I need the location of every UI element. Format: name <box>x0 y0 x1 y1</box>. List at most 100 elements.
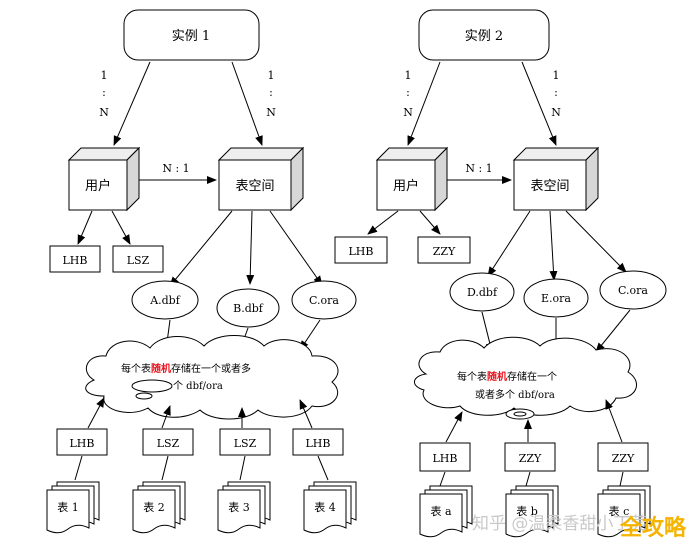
user-label: 用户 <box>393 178 419 194</box>
connector-owner-to-table <box>317 455 329 481</box>
owner-box: LSZ <box>142 428 194 456</box>
cardinality-colon: : <box>269 86 273 99</box>
owner-label: LSZ <box>157 437 180 450</box>
cloud-text-post: 存储在一个 <box>507 370 557 383</box>
user-name: ZZY <box>433 245 456 258</box>
owner-box: ZZY <box>504 442 556 472</box>
cloud-text-post: 存储在一个或者多 <box>171 362 251 375</box>
cloud-text-random: 随机 <box>151 362 171 375</box>
tablespace-label: 表空间 <box>235 179 274 194</box>
tablespace-cube: 表空间 <box>513 147 599 211</box>
table-label: 表 4 <box>314 500 336 514</box>
arrow-tablespace-to-file <box>565 210 627 273</box>
owner-label: ZZY <box>612 452 635 465</box>
datafile-b: B.dbf <box>216 288 280 328</box>
connector-owner-to-table <box>74 455 83 481</box>
cardinality-colon: : <box>406 86 410 99</box>
owner-label: LHB <box>70 437 95 450</box>
user-name: LHB <box>63 254 88 267</box>
user-name: LSZ <box>127 254 150 267</box>
instance-label: 实例 1 <box>172 29 210 44</box>
user-name: LHB <box>349 245 374 258</box>
cloud-text-pre: 每个表 <box>121 362 151 375</box>
cardinality-one: 1 <box>101 69 108 82</box>
user-box-lsz: LSZ <box>112 245 164 273</box>
cardinality-one: 1 <box>268 69 275 82</box>
instance-box: 实例 2 <box>418 9 550 61</box>
arrow-instance-to-user <box>407 61 441 146</box>
user-cube: 用户 <box>376 147 448 211</box>
arrow-tablespace-to-file <box>169 210 233 287</box>
arrow-owner-to-cloud <box>87 397 105 429</box>
owner-label: ZZY <box>519 452 542 465</box>
datafile-label: C.ora <box>309 294 339 307</box>
table-label: 表 b <box>516 504 538 518</box>
zhihu-watermark: 知乎 @温柔香甜小丁莞 <box>472 514 647 534</box>
arrow-instance-to-tablespace <box>231 61 263 146</box>
connector-owner-to-table <box>239 455 246 481</box>
corner-watermark: 全攻略 <box>619 515 687 541</box>
arrow-instance-to-user <box>113 61 151 146</box>
table-doc: 表 a <box>419 485 473 538</box>
datafile-label: C.ora <box>618 284 648 297</box>
table-doc: 表 b <box>505 485 559 538</box>
arrow-user-to-lhb <box>77 210 93 245</box>
user-box-lhb: LHB <box>334 236 388 264</box>
datafile-label: A.dbf <box>149 294 181 307</box>
arrow-instance-to-tablespace <box>521 61 557 146</box>
arrow-user-to-zzy <box>419 210 441 235</box>
instance-box: 实例 1 <box>123 9 260 61</box>
cloud-text-line2: 个 dbf/ora <box>173 380 223 392</box>
arrow-tablespace-to-file <box>269 210 323 286</box>
relation-label: N : 1 <box>465 162 492 175</box>
storage-cloud: 每个表随机存储在一个或者多 个 dbf/ora <box>85 335 339 420</box>
instance-1-diagram: 实例 1 1 : N 1 : N 用户 表空间 N : 1 LHB LSZ <box>46 9 357 534</box>
datafile-a: A.dbf <box>131 280 199 320</box>
user-label: 用户 <box>85 178 111 194</box>
cardinality-n: N <box>266 106 276 119</box>
cloud-text-random: 随机 <box>487 370 507 383</box>
arrow-owner-to-cloud <box>445 411 463 443</box>
cardinality-n: N <box>403 106 413 119</box>
arrow-file-to-cloud <box>595 309 631 353</box>
cardinality-colon: : <box>102 86 106 99</box>
arrow-tablespace-to-file <box>487 210 531 277</box>
arrow-owner-to-cloud <box>299 399 313 429</box>
cardinality-one: 1 <box>405 69 412 82</box>
user-box-lhb: LHB <box>49 245 101 273</box>
user-cube: 用户 <box>68 147 140 211</box>
table-label: 表 c <box>609 504 630 518</box>
owner-box: LHB <box>419 442 471 472</box>
datafile-c: C.ora <box>599 270 667 310</box>
cloud-text-line1: 每个表随机存储在一个或者多 <box>121 362 251 375</box>
instance-label: 实例 2 <box>465 29 503 44</box>
arrow-user-to-lhb <box>367 210 399 235</box>
owner-label: LHB <box>433 452 458 465</box>
instance-2-diagram: 实例 2 1 : N 1 : N 用户 表空间 N : 1 LHB ZZY <box>334 9 667 538</box>
table-doc: 表 4 <box>303 481 357 534</box>
table-doc: 表 2 <box>132 481 186 534</box>
table-label: 表 3 <box>228 500 250 514</box>
table-label: 表 a <box>430 504 451 518</box>
table-doc: 表 1 <box>46 481 100 534</box>
arrow-owner-to-cloud <box>605 399 623 443</box>
connector-owner-to-table <box>439 471 446 487</box>
owner-box: LHB <box>292 428 344 456</box>
owner-box: ZZY <box>597 442 649 472</box>
datafile-label: E.ora <box>541 292 571 305</box>
datafile-label: B.dbf <box>233 302 264 315</box>
datafile-label: D.dbf <box>467 286 498 299</box>
user-box-zzy: ZZY <box>417 236 471 264</box>
owner-label: LSZ <box>234 437 257 450</box>
cloud-text-pre: 每个表 <box>457 370 487 383</box>
connector-owner-to-table <box>619 471 624 487</box>
connector-owner-to-table <box>525 471 531 487</box>
arrow-user-to-lsz <box>111 210 131 245</box>
cardinality-n: N <box>551 106 561 119</box>
datafile-c: C.ora <box>291 280 357 320</box>
storage-cloud: 每个表随机存储在一个 或者多个 dbf/ora <box>414 336 638 420</box>
owner-label: LHB <box>306 437 331 450</box>
cardinality-n: N <box>99 106 109 119</box>
arrow-tablespace-to-file <box>246 210 255 285</box>
cardinality-one: 1 <box>553 69 560 82</box>
